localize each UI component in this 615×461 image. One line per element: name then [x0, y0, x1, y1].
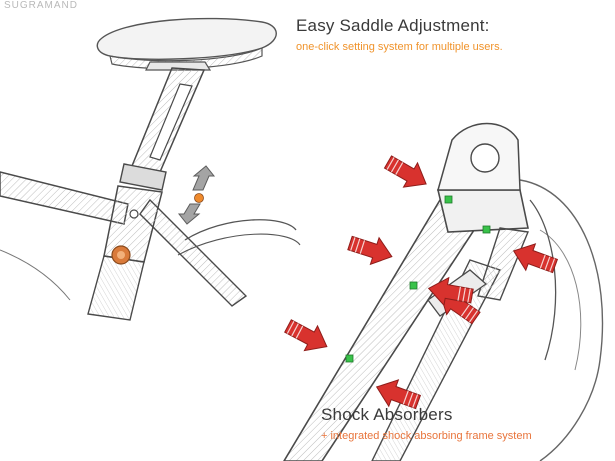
- shock-marker-icon: [345, 195, 491, 363]
- adjust-bolt-icon: [111, 193, 204, 265]
- adjust-up-down-arrow-icon: [177, 165, 216, 225]
- saddle-feature-subtitle: one-click setting system for multiple us…: [296, 41, 503, 53]
- saddle-sketch: [96, 17, 277, 71]
- seatpost-sketch: [119, 67, 206, 191]
- fork-sketch: [283, 122, 604, 461]
- shock-feature-subtitle: + integrated shock absorbing frame syste…: [321, 430, 532, 442]
- saddle-feature-title: Easy Saddle Adjustment:: [296, 16, 490, 35]
- bike-frame-sketch: [0, 171, 301, 321]
- watermark-text: SUGRAMAND: [4, 0, 79, 11]
- shock-feature-title: Shock Absorbers: [321, 405, 453, 424]
